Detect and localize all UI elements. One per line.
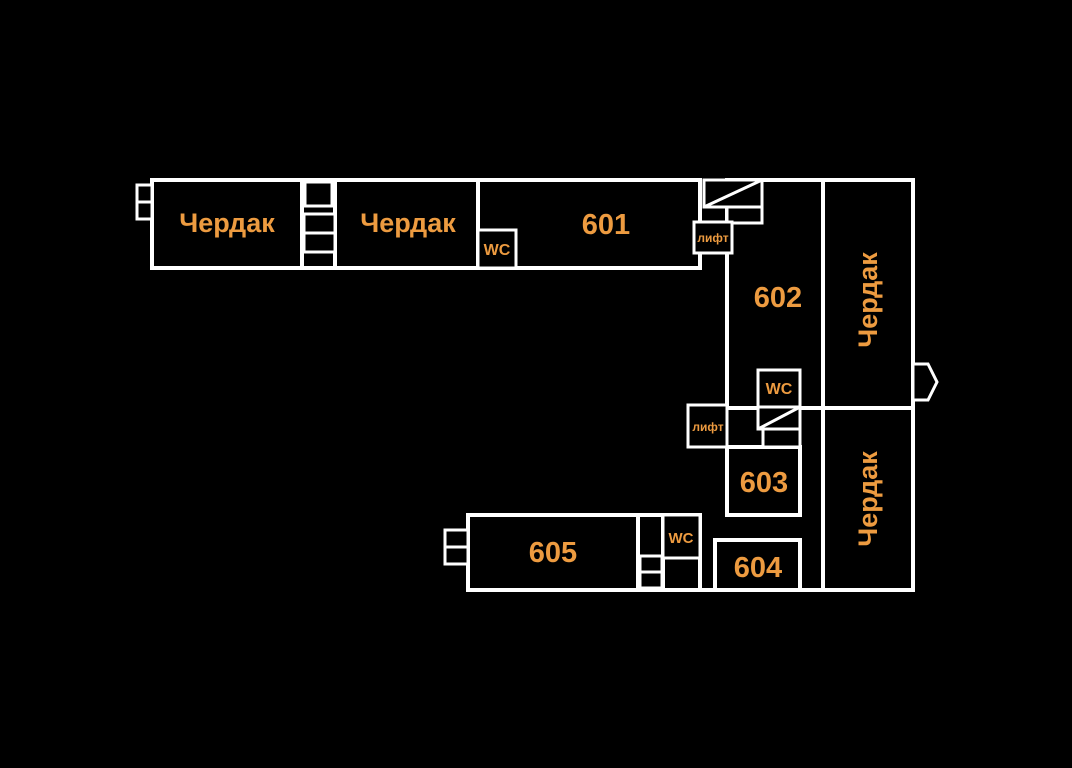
label-room-604: 604	[734, 552, 782, 584]
label-lift-top: лифт	[697, 231, 728, 245]
label-wc-mid: WC	[766, 381, 793, 398]
label-attic-right-upper: Чердак	[853, 252, 883, 348]
label-wc-top: WC	[484, 242, 511, 259]
balcony-notch	[135, 200, 154, 221]
wc-top-outline	[476, 228, 518, 270]
label-lift-mid: лифт	[692, 420, 723, 434]
lift-top-outline	[692, 220, 734, 255]
stair-box	[302, 231, 337, 254]
stair-box	[302, 212, 337, 235]
stair-box	[638, 570, 664, 590]
label-room-601: 601	[582, 209, 630, 241]
balcony-notch	[135, 183, 154, 204]
stair-box	[725, 205, 764, 225]
label-attic-top-mid: Чердак	[360, 208, 456, 238]
attic-right-upper-outline	[821, 178, 915, 410]
stair-diagonal	[703, 178, 763, 209]
label-attic-right-lower: Чердак	[853, 451, 883, 547]
top-wing-outline	[150, 178, 702, 270]
label-room-603: 603	[740, 467, 788, 499]
bay-window	[911, 362, 939, 402]
wc-bottom-outline	[661, 513, 702, 560]
balcony-notch	[443, 528, 470, 549]
stair-box	[761, 427, 802, 449]
stair-box	[303, 180, 334, 208]
lift-mid-outline	[686, 403, 729, 449]
balcony-notch	[443, 545, 470, 566]
stair-box	[638, 554, 664, 574]
label-attic-top-left: Чердак	[179, 208, 275, 238]
label-room-605: 605	[529, 537, 577, 569]
stair-diagonal	[757, 405, 801, 431]
label-room-602: 602	[754, 282, 802, 314]
label-wc-bottom: WC	[669, 530, 694, 547]
